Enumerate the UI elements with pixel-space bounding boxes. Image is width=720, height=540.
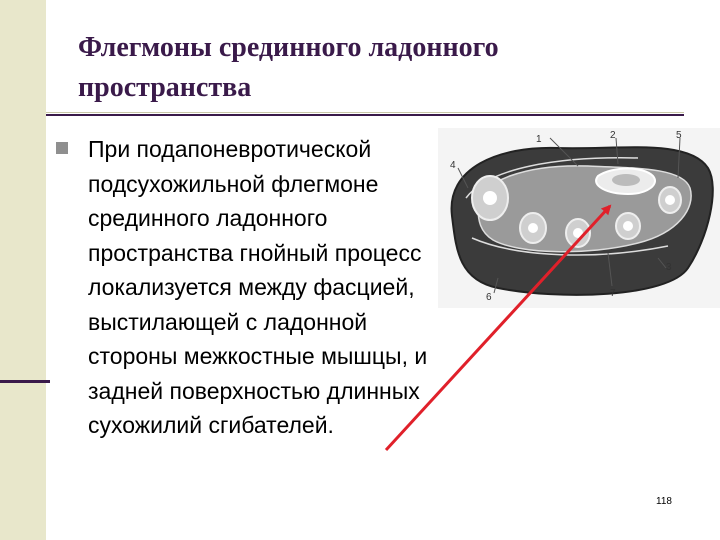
figure-label-1: 1 <box>536 134 542 145</box>
figure-label-7: 7 <box>610 288 616 299</box>
title-underline <box>46 114 684 116</box>
figure-label-4: 4 <box>450 160 456 171</box>
bullet-text: При подапоневротической подсухожильной ф… <box>88 136 428 438</box>
anatomy-illustration: 1 2 3 4 5 6 7 <box>438 128 720 308</box>
left-decor-rule <box>0 380 50 383</box>
figure-label-2: 2 <box>610 130 616 141</box>
left-decor-band <box>0 0 46 540</box>
title-area <box>46 0 720 118</box>
bullet-marker <box>56 142 68 154</box>
slide-title: Флегмоны срединного ладонного пространст… <box>78 32 499 103</box>
title-underline-accent <box>46 112 684 113</box>
page-number: 118 <box>656 496 672 507</box>
figure-label-3: 3 <box>666 262 672 273</box>
palm-cross-section-figure: 1 2 3 4 5 6 7 <box>438 128 720 308</box>
figure-label-6: 6 <box>486 292 492 303</box>
figure-label-5: 5 <box>676 130 682 141</box>
